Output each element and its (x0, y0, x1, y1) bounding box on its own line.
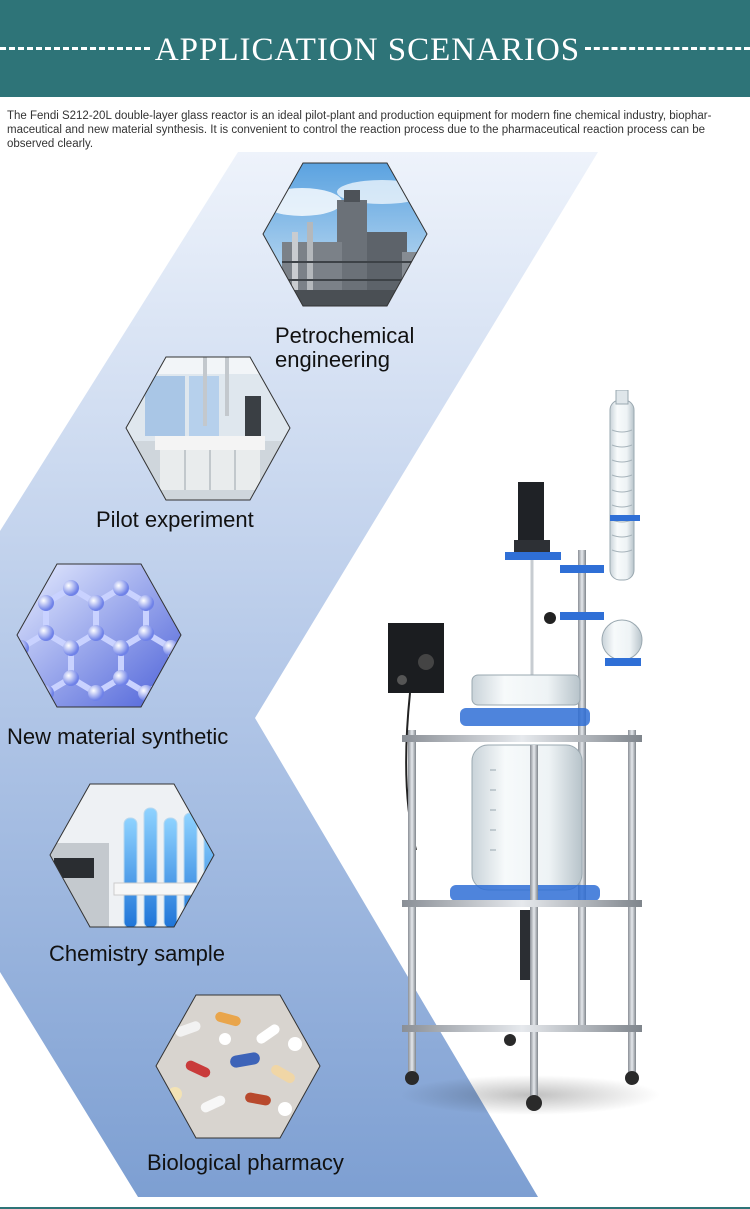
header-dash-right (585, 47, 750, 50)
label-biological-pharmacy: Biological pharmacy (147, 1150, 344, 1175)
bottom-divider (0, 1207, 750, 1209)
test-tubes-photo (49, 783, 215, 928)
molecular-structure-photo (16, 563, 182, 708)
section-header: APPLICATION SCENARIOS (0, 0, 750, 97)
intro-paragraph: The Fendi S212-20L double-layer glass re… (7, 110, 712, 150)
glass-reactor-image (388, 390, 660, 1115)
label-chemistry-sample: Chemistry sample (49, 941, 226, 966)
section-title: APPLICATION SCENARIOS (154, 32, 581, 68)
refinery-photo (262, 162, 428, 307)
pills-photo (155, 994, 321, 1139)
label-new-material: New material synthetic (7, 724, 229, 749)
header-dash-left (0, 47, 150, 50)
label-pilot-experiment: Pilot experiment (96, 507, 254, 532)
laboratory-photo (125, 356, 291, 501)
